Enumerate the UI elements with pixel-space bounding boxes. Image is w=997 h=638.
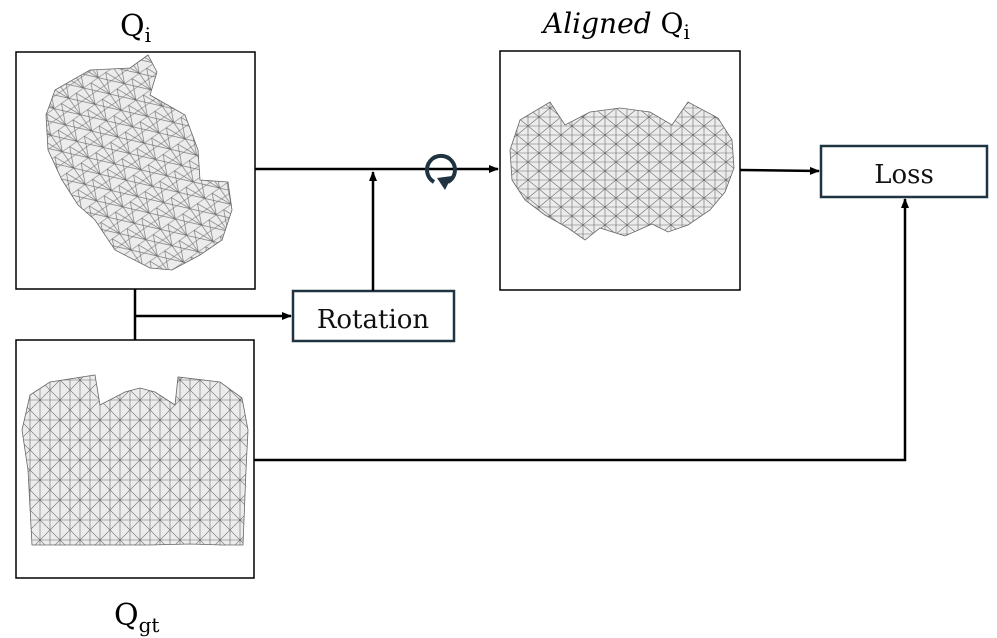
qgt-panel xyxy=(15,339,255,579)
qgt-mesh xyxy=(21,374,249,546)
qi-mesh xyxy=(45,54,233,271)
rotate-clockwise-icon xyxy=(425,153,457,190)
qi-label: Qi xyxy=(120,9,151,47)
connectors xyxy=(133,165,909,462)
qgt-to-loss-arrow xyxy=(254,198,909,462)
loss-box: Loss xyxy=(819,144,989,199)
aligned-qi-label: Aligned Qi xyxy=(540,7,690,44)
rotation-box-label: Rotation xyxy=(317,305,430,335)
rotation-box: Rotation xyxy=(291,289,456,343)
qi-panel xyxy=(15,51,256,290)
qgt-label: Qgt xyxy=(114,598,159,637)
aligned-qi-panel xyxy=(499,50,741,291)
aligned-qi-mesh xyxy=(509,101,735,241)
aligned-to-loss-arrow xyxy=(739,166,820,175)
loss-box-label: Loss xyxy=(874,160,934,190)
